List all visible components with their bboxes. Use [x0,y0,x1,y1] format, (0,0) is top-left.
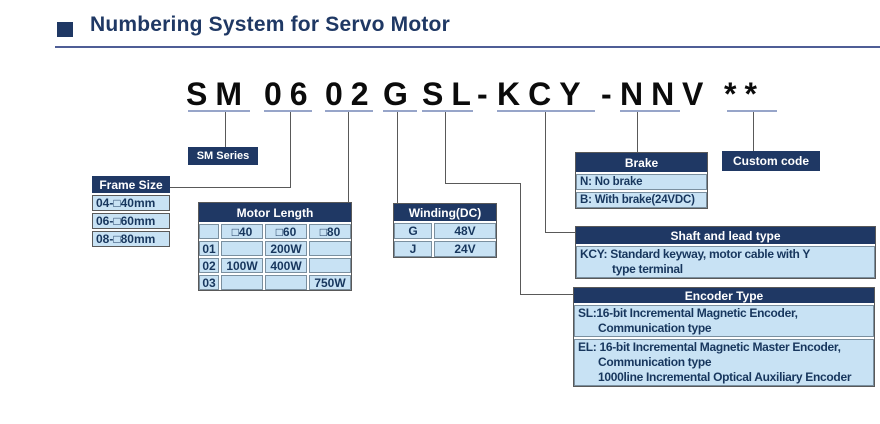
shaft-lead-type-header: Shaft and lead type [576,227,875,244]
page-title: Numbering System for Servo Motor [90,13,450,36]
code-segment-voltage: V [682,76,712,112]
encoder-type-box: Encoder Type SL:16-bit Incremental Magne… [573,287,875,387]
table-cell [199,224,219,239]
motor-length-header: Motor Length [199,203,351,222]
shaft-description-line: KCY: Standard keyway, motor cable with Y [580,247,811,261]
connector-line [290,112,291,188]
table-cell: 24V [434,241,496,257]
code-segment-frame: 06 [264,76,316,112]
connector-line [445,183,521,184]
table-cell: □40 [221,224,263,239]
connector-line [520,294,575,295]
code-underline [422,110,473,112]
code-underline [497,110,595,112]
table-cell [309,241,351,256]
connector-line [520,183,521,295]
table-cell: J [394,241,432,257]
table-cell: 02 [199,258,219,273]
code-underline [188,110,250,112]
code-segment-length: 02 [325,76,377,112]
frame-size-row: 04-□40mm [92,195,170,211]
encoder-el-line: 1000line Incremental Optical Auxiliary E… [598,370,852,384]
connector-line [397,112,398,203]
table-cell [221,275,263,290]
encoder-type-header: Encoder Type [574,288,874,303]
connector-line [753,112,754,151]
shaft-lead-type-box: Shaft and lead type KCY: Standard keyway… [575,226,876,279]
connector-line [545,112,546,233]
table-cell: 750W [309,275,351,290]
frame-size-row: 06-□60mm [92,213,170,229]
code-segment-encoder: SL [422,76,479,112]
code-hyphen: - [477,76,496,112]
encoder-sl-line: Communication type [598,321,712,335]
frame-size-row: 08-□80mm [92,231,170,247]
code-hyphen: - [601,76,620,112]
winding-header: Winding(DC) [394,204,496,221]
connector-line [637,112,638,152]
code-segment-custom: ** [724,76,765,112]
custom-code-label: Custom code [722,151,820,171]
code-underline [727,110,777,112]
table-cell: G [394,223,432,239]
table-cell: 400W [265,258,307,273]
connector-line [445,112,446,184]
connector-line [170,187,291,188]
title-rule [55,46,880,48]
brake-header: Brake [576,153,707,172]
brake-table: Brake N: No brake B: With brake(24VDC) [575,152,708,209]
table-cell: 100W [221,258,263,273]
code-segment-series: SM [186,76,250,112]
table-cell: □60 [265,224,307,239]
code-segment-brake: NN [620,76,683,112]
code-underline [325,110,373,112]
table-cell [221,241,263,256]
sm-series-label: SM Series [188,147,258,165]
code-segment-shaft: KCY [497,76,589,112]
table-cell [265,275,307,290]
table-cell: 01 [199,241,219,256]
encoder-sl-line: SL:16-bit Incremental Magnetic Encoder, [578,306,798,320]
table-cell: 03 [199,275,219,290]
code-underline [620,110,680,112]
code-underline [264,110,312,112]
title-bullet-icon [57,22,73,37]
frame-size-header: Frame Size [92,176,170,193]
code-segment-winding: G [383,76,416,112]
brake-row: N: No brake [576,174,707,190]
code-underline [383,110,417,112]
encoder-el-line: EL: 16-bit Incremental Magnetic Master E… [578,340,841,354]
connector-line [348,112,349,202]
encoder-el-line: Communication type [598,355,712,369]
connector-line [545,232,575,233]
connector-line [225,112,226,147]
motor-length-table: Motor Length □40 □60 □80 01 200W 02 100W… [198,202,352,291]
brake-row: B: With brake(24VDC) [576,192,707,208]
winding-table: Winding(DC) G 48V J 24V [393,203,497,258]
table-cell: 48V [434,223,496,239]
table-cell: □80 [309,224,351,239]
table-cell [309,258,351,273]
shaft-description-line: type terminal [612,262,683,276]
table-cell: 200W [265,241,307,256]
